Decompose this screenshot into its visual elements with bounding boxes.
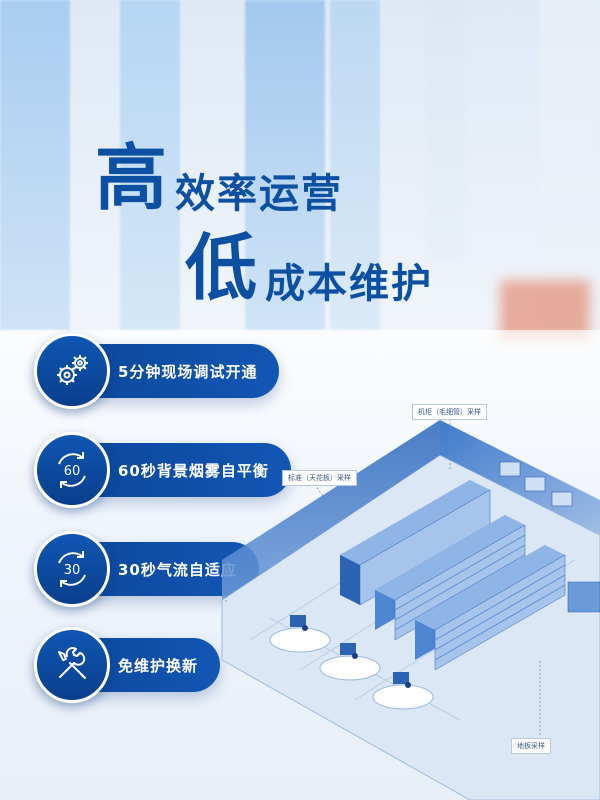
headline-big-char: 低 [185,226,260,310]
feature-label: 5分钟现场调试开通 [118,362,258,381]
headline-big-char: 高 [95,136,170,220]
feature-label: 免维护换新 [118,656,199,675]
headline-line-1: 高效率运营 [95,142,343,214]
headline-line-2: 低成本维护 [185,232,433,304]
label-cabinet-sampling: 机柜（毛细管）采样 [412,404,487,420]
cycle-number: 30 [64,563,81,578]
cycle-number: 60 [64,464,81,479]
operator-desk [319,643,381,681]
background-column [245,0,325,330]
headline-text: 成本维护 [265,261,434,307]
gears-icon [34,333,110,409]
operator-desk [269,615,331,653]
feature-item-maintenance: 免维护换新 [34,627,221,703]
background-column [425,0,465,260]
server-rack-row [375,515,526,641]
feature-item-airflow: 30 30秒气流自适应 [34,531,259,607]
background-column [540,0,600,330]
feature-label: 30秒气流自适应 [118,560,237,579]
background-column [120,0,180,330]
cycle-60-icon: 60 [34,432,110,508]
background-column [330,0,380,330]
headline-text: 效率运营 [175,171,344,217]
feature-item-smoke: 60 60秒背景烟雾自平衡 [34,432,291,508]
label-floor-sampling: 地板采样 [511,738,551,754]
cycle-30-icon: 30 [34,531,110,607]
server-rack-row [499,461,573,507]
server-rack-row [415,545,566,671]
wrench-screwdriver-icon [34,627,110,703]
server-rack-row [340,480,491,606]
operator-desk [372,672,434,710]
air-conditioner-unit [567,581,600,613]
room-wall-left [222,420,440,600]
feature-label: 60秒背景烟雾自平衡 [118,461,269,480]
background-column [0,0,70,330]
label-ceiling-sampling: 标准（天花板）采样 [282,470,357,486]
feature-item-setup: 5分钟现场调试开通 [34,333,280,409]
